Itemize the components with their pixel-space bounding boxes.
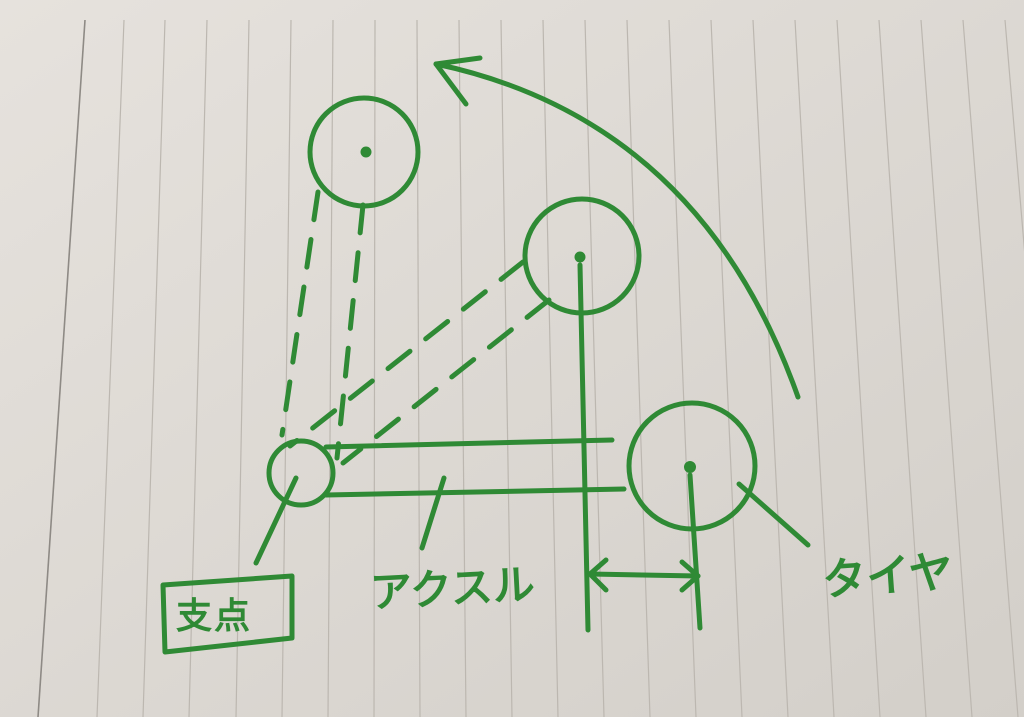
rotation-arrow-head [433,55,483,107]
tire-circle-center [684,461,696,473]
fulcrum-label-box [160,573,295,655]
axle-bottom-line [323,486,627,498]
dashed-middle-upper [287,259,526,449]
offset-arrow-shaft [587,571,701,579]
fulcrum-label: 支点 [176,596,253,637]
pivot-circle [266,438,336,508]
tire-leader-line [736,481,811,548]
swing-circle-middle-center [574,251,586,263]
offset-arrow-head-right [679,559,701,593]
dashed-middle-lower [340,297,552,466]
axle-label: アクスル [368,559,536,618]
dashed-top-left [279,189,321,438]
margin-line [37,19,86,717]
tire-vertical-line [687,472,703,631]
rotation-arc [433,61,801,400]
dashed-top-right [334,202,366,461]
axle-leader-line [419,475,447,551]
middle-vertical-line [577,262,591,633]
fulcrum-leader-line [253,475,299,566]
offset-arrow-head-left [587,557,609,593]
axle-top-line [323,437,615,450]
tire-label: タイヤ [820,546,955,607]
swing-circle-top-center [360,146,372,158]
